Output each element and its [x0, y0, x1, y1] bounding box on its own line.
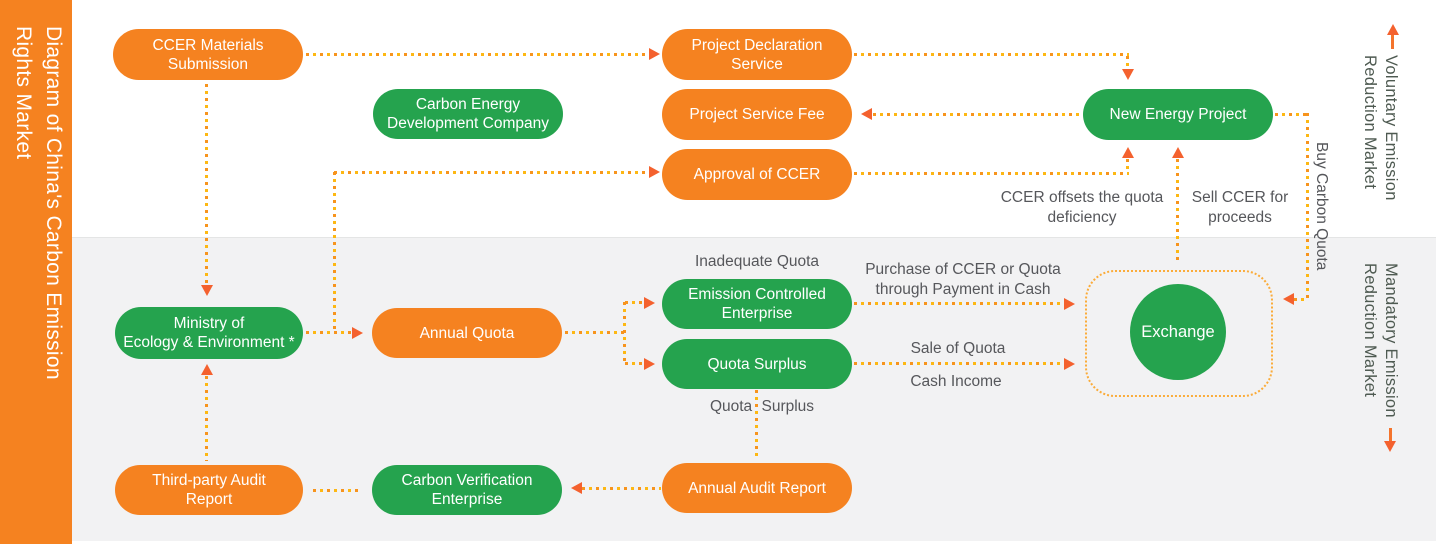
label-voluntary-market: Voluntary Emission Reduction Market [1357, 55, 1401, 220]
connector-quota-split-bottom [625, 362, 644, 365]
node-annual-quota: Annual Quota [372, 308, 562, 358]
connector-ministry-to-approval-h [334, 171, 648, 174]
node-project-service-fee: Project Service Fee [662, 89, 852, 140]
connector-surplus-to-exchange [854, 362, 1064, 365]
connector-buy-quota-h1 [1275, 113, 1308, 116]
connector-quota-split-top [625, 301, 644, 304]
arrowhead-into-newenergy-bottom-left [1122, 147, 1134, 158]
connector-exchange-to-newenergy [1176, 159, 1179, 264]
connector-approval-to-newenergy-v [1126, 159, 1129, 171]
mandatory-arrow-stem [1389, 428, 1392, 441]
arrowhead-into-ministry-bottom [201, 364, 213, 375]
arrowhead-into-approval [649, 166, 660, 178]
arrowhead-into-exchange-top [1064, 298, 1075, 310]
node-emission-controlled-enterprise: Emission Controlled Enterprise [662, 279, 852, 329]
node-carbon-energy-development-company: Carbon Energy Development Company [373, 89, 563, 139]
arrowhead-into-exchange-bottom [1064, 358, 1075, 370]
node-annual-audit-report: Annual Audit Report [662, 463, 852, 513]
connector-approval-to-newenergy-h [854, 172, 1129, 175]
connector-quota-split-v [623, 302, 626, 364]
label-mandatory-market: Mandatory Emission Reduction Market [1357, 263, 1401, 423]
mandatory-down-arrow-icon [1384, 441, 1396, 452]
arrowhead-into-newenergy-bottom-right [1172, 147, 1184, 158]
connector-ministry-to-quota [306, 331, 352, 334]
label-sell-ccer-for-proceeds: Sell CCER for proceeds [1191, 189, 1289, 226]
mandatory-line1: Mandatory Emission [1382, 263, 1400, 418]
connector-audit-to-verification [582, 487, 661, 490]
node-carbon-verification-enterprise: Carbon Verification Enterprise [372, 465, 562, 515]
mandatory-line2: Reduction Market [1361, 263, 1379, 398]
node-approval-of-ccer: Approval of CCER [662, 149, 852, 200]
page-title-line1: Diagram of China's Carbon Emission [42, 26, 65, 380]
voluntary-arrow-stem [1391, 35, 1394, 49]
connector-ccer-to-ministry [205, 84, 208, 285]
connector-buy-quota-v [1306, 113, 1309, 299]
connector-declaration-to-newenergy-h [854, 53, 1129, 56]
arrowhead-into-declaration [649, 48, 660, 60]
voluntary-up-arrow-icon [1387, 24, 1399, 35]
connector-quota-split-main [565, 331, 625, 334]
label-ccer-offsets-deficiency: CCER offsets the quota deficiency [1000, 189, 1164, 226]
arrowhead-into-ministry-top [201, 285, 213, 296]
node-third-party-audit-report: Third-party Audit Report [115, 465, 303, 515]
sidebar: Diagram of China's Carbon Emission Right… [0, 0, 72, 544]
connector-newenergy-to-servicefee [873, 113, 1082, 116]
arrowhead-into-newenergy-top [1122, 69, 1134, 80]
connector-ministry-to-approval-v [333, 172, 336, 331]
arrowhead-into-exchange-right [1283, 293, 1294, 305]
label-cash-income: Cash Income [910, 373, 1002, 390]
node-new-energy-project: New Energy Project [1083, 89, 1273, 140]
voluntary-line1: Voluntary Emission [1382, 55, 1400, 201]
arrowhead-into-quota-surplus [644, 358, 655, 370]
arrowhead-into-annualquota [352, 327, 363, 339]
exchange-dotted-boundary [1085, 270, 1273, 397]
connector-surplus-to-audit-report [755, 390, 758, 459]
label-purchase-of-ccer: Purchase of CCER or Quota through Paymen… [865, 261, 1061, 298]
page-title: Diagram of China's Carbon Emission Right… [0, 26, 68, 531]
connector-declaration-to-newenergy-v [1126, 56, 1129, 69]
label-buy-carbon-quota: Buy Carbon Quota [1313, 142, 1330, 271]
connector-ccer-to-declaration [306, 53, 648, 56]
node-quota-surplus: Quota Surplus [662, 339, 852, 389]
arrowhead-into-servicefee [861, 108, 872, 120]
arrowhead-into-emission-controlled [644, 297, 655, 309]
node-ministry-ecology-environment: Ministry of Ecology & Environment * [115, 307, 303, 359]
label-sale-of-quota: Sale of Quota [910, 340, 1006, 357]
connector-buy-quota-h2 [1294, 298, 1308, 301]
node-ccer-materials-submission: CCER Materials Submission [113, 29, 303, 80]
arrowhead-into-verification [571, 482, 582, 494]
connector-emission-to-exchange [854, 302, 1064, 305]
label-quota-surplus: Quota Surplus [709, 398, 815, 415]
label-inadequate-quota: Inadequate Quota [694, 253, 820, 270]
voluntary-line2: Reduction Market [1361, 55, 1379, 190]
node-exchange: Exchange [1130, 284, 1226, 380]
node-project-declaration-service: Project Declaration Service [662, 29, 852, 80]
connector-thirdparty-to-ministry [205, 376, 208, 461]
page-title-line2: Rights Market [12, 26, 35, 160]
connector-verification-to-thirdparty [313, 489, 362, 492]
